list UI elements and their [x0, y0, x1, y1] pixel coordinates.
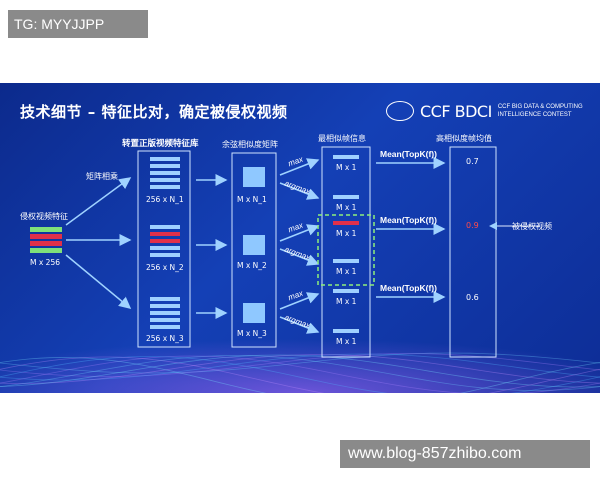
query-bar-green-2 [30, 248, 62, 253]
query-label: 侵权视频特征 [20, 212, 68, 221]
logo-line1: CCF BIG DATA & COMPUTING [497, 104, 583, 110]
wave-line [0, 355, 600, 391]
cosine-size-2: M x N_2 [237, 261, 267, 270]
frame-size-4: M x 1 [336, 267, 357, 276]
wave-decoration [0, 352, 600, 393]
query-size: M x 256 [30, 258, 60, 267]
arrow-argmax-1 [279, 182, 320, 200]
wave-line [0, 352, 600, 374]
frame-bar-4 [333, 259, 359, 263]
mean-label-2: Mean(TopK(f)) [380, 215, 437, 225]
frame-size-1: M x 1 [336, 163, 357, 172]
wave-line [0, 354, 600, 384]
cosine-matrix-2 [243, 235, 265, 255]
logo-line2: INTELLIGENCE CONTEST [497, 112, 572, 118]
wave-line [0, 355, 600, 393]
bottom-glow [0, 303, 600, 393]
query-bar-red-1 [30, 234, 62, 239]
wave-line [0, 356, 600, 393]
library-container [137, 150, 191, 348]
frame-title: 最相似帧信息 [318, 134, 366, 143]
frame-bar-5 [333, 289, 359, 293]
wave-line [0, 353, 600, 377]
arrow-query-lib1 [65, 177, 132, 226]
mean-label-3: Mean(TopK(f)) [380, 283, 437, 293]
wave-line [0, 354, 600, 388]
wave-line [0, 353, 600, 381]
frame-bar-1 [333, 155, 359, 159]
library-title: 转置正版视频特征库 [122, 139, 199, 149]
mean-label-1: Mean(TopK(f)) [380, 149, 437, 159]
slide: 技术细节 – 特征比对，确定被侵权视频 CCF BDCI CCF BIG DAT… [0, 83, 600, 393]
frame-bar-2 [333, 195, 359, 199]
library-block-3 [150, 297, 180, 329]
score-1: 0.7 [466, 157, 479, 166]
arrow-max-2 [279, 224, 320, 242]
cosine-size-1: M x N_1 [237, 195, 267, 204]
frame-size-5: M x 1 [336, 297, 357, 306]
logo-text: CCF BIG DATA & COMPUTING INTELLIGENCE CO… [498, 103, 583, 119]
library-block-1 [150, 157, 180, 189]
score-3: 0.6 [466, 293, 479, 302]
library-size-1: 256 x N_1 [146, 195, 184, 204]
frame-bar-6 [333, 329, 359, 333]
frame-container [321, 146, 371, 358]
watermark-bottom: www.blog-857zhibo.com [340, 440, 590, 468]
score-2: 0.9 [466, 221, 479, 230]
arrow-argmax-2 [279, 248, 320, 266]
logo-mark: CCF BDCI [420, 101, 492, 121]
library-size-2: 256 x N_2 [146, 263, 184, 272]
wave-line [0, 357, 600, 393]
arrow-max-1 [279, 158, 320, 176]
library-block-2 [150, 225, 180, 257]
matmul-label: 矩阵相乘 [86, 172, 118, 181]
library-size-3: 256 x N_3 [146, 334, 184, 343]
arrow-query-lib3 [65, 254, 132, 309]
watermark-top: TG: MYYJJPP [8, 10, 148, 38]
cosine-size-3: M x N_3 [237, 329, 267, 338]
cosine-matrix-1 [243, 167, 265, 187]
frame-bar-3 [333, 221, 359, 225]
ccf-bdci-logo: CCF BDCI CCF BIG DATA & COMPUTING INTELL… [386, 101, 583, 121]
wave-line [0, 356, 600, 393]
arrow-argmax-3 [279, 316, 320, 334]
query-bar-red-2 [30, 241, 62, 246]
highlight-dashed-box [317, 214, 375, 286]
arrow-max-3 [279, 292, 320, 310]
cosine-container [231, 152, 277, 348]
diagram-graphics [0, 146, 600, 393]
frame-size-6: M x 1 [336, 337, 357, 346]
score-title: 高相似度帧均值 [436, 134, 492, 143]
cosine-title: 余弦相似度矩阵 [222, 140, 278, 149]
seal-icon [386, 101, 414, 121]
score-container [449, 146, 497, 358]
cosine-matrix-3 [243, 303, 265, 323]
frame-size-2: M x 1 [336, 203, 357, 212]
frame-size-3: M x 1 [336, 229, 357, 238]
slide-title: 技术细节 – 特征比对，确定被侵权视频 [20, 103, 288, 121]
query-bar-green-1 [30, 227, 62, 232]
result-label: 被侵权视频 [512, 222, 552, 231]
